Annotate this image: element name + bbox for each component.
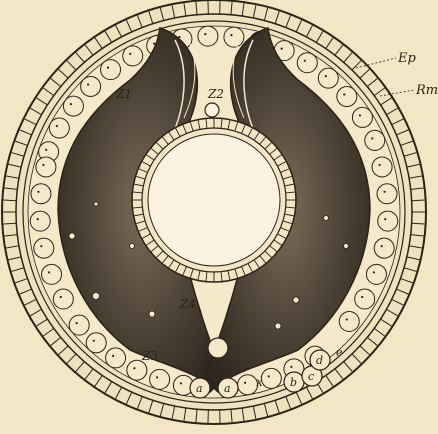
- cell-nucleus: [383, 191, 385, 193]
- label-d: d: [316, 354, 323, 367]
- peripheral-cell: [261, 368, 281, 388]
- cell-nucleus: [244, 382, 246, 384]
- cell-nucleus: [346, 318, 348, 320]
- label-z1: Z1: [115, 87, 132, 101]
- label-rm: Rm: [415, 83, 438, 98]
- label-z4: Z4: [179, 297, 196, 311]
- cell-nucleus: [180, 382, 182, 384]
- peripheral-cell: [374, 238, 394, 258]
- peripheral-cell: [198, 26, 218, 46]
- peripheral-cell: [31, 184, 51, 204]
- peripheral-cell: [101, 60, 121, 80]
- cell-nucleus: [230, 34, 232, 36]
- peripheral-cell: [86, 333, 106, 353]
- cell-nucleus: [325, 75, 327, 77]
- cell-nucleus: [359, 114, 361, 116]
- peripheral-cell: [81, 76, 101, 96]
- peripheral-cell: [123, 46, 143, 66]
- peripheral-cell: [352, 107, 372, 127]
- label-x: x: [256, 375, 263, 389]
- peripheral-cell: [238, 375, 258, 395]
- cell-nucleus: [371, 137, 373, 139]
- label-a: a: [196, 382, 203, 395]
- label-e: e: [336, 346, 343, 359]
- peripheral-cell: [365, 130, 385, 150]
- cell-nucleus: [384, 218, 386, 220]
- cell-nucleus: [290, 366, 292, 368]
- cell-nucleus: [129, 53, 131, 55]
- cell-nucleus: [133, 367, 135, 369]
- label-z2: Z2: [207, 87, 224, 101]
- z2-small-circle: [205, 103, 219, 117]
- peripheral-cell: [36, 157, 56, 177]
- peripheral-cell: [150, 369, 170, 389]
- cell-nucleus: [153, 42, 155, 44]
- cell-nucleus: [37, 218, 39, 220]
- label-b: b: [290, 376, 297, 389]
- peripheral-cell: [372, 157, 392, 177]
- peripheral-cell: [355, 289, 375, 309]
- peripheral-cell: [69, 315, 89, 335]
- cell-nucleus: [56, 125, 58, 127]
- bottom-center-cell: [208, 338, 228, 358]
- cell-nucleus: [343, 93, 345, 95]
- peripheral-cell: [339, 312, 359, 332]
- cell-nucleus: [268, 375, 270, 377]
- cell-nucleus: [70, 103, 72, 105]
- cell-nucleus: [381, 245, 383, 247]
- central-lumen: [148, 134, 280, 266]
- peripheral-cell: [42, 264, 62, 284]
- peripheral-cell: [318, 68, 338, 88]
- cell-nucleus: [42, 164, 44, 166]
- cell-nucleus: [304, 60, 306, 62]
- cell-nucleus: [156, 376, 158, 378]
- label-ep: Ep: [397, 51, 416, 66]
- cell-nucleus: [37, 191, 39, 193]
- cell-nucleus: [76, 322, 78, 324]
- cell-nucleus: [281, 47, 283, 49]
- cell-nucleus: [48, 271, 50, 273]
- peripheral-cell: [106, 348, 126, 368]
- peripheral-cell: [337, 87, 357, 107]
- peripheral-cell: [377, 184, 397, 204]
- peripheral-cell: [127, 360, 147, 380]
- peripheral-cell: [63, 96, 83, 116]
- peripheral-cell: [297, 53, 317, 73]
- peripheral-cell: [53, 289, 73, 309]
- peripheral-cell: [34, 238, 54, 258]
- cell-nucleus: [45, 149, 47, 151]
- cell-nucleus: [361, 296, 363, 298]
- peripheral-cell: [30, 211, 50, 231]
- peripheral-cell: [366, 264, 386, 284]
- cell-nucleus: [87, 83, 89, 85]
- cell-nucleus: [204, 33, 206, 35]
- label-a2: a: [224, 382, 231, 395]
- cell-nucleus: [378, 164, 380, 166]
- cell-nucleus: [93, 340, 95, 342]
- cell-nucleus: [107, 67, 109, 69]
- cell-nucleus: [112, 355, 114, 357]
- peripheral-cell: [49, 118, 69, 138]
- peripheral-cell: [378, 211, 398, 231]
- label-c: c: [308, 370, 314, 383]
- label-z3: Z3: [141, 349, 158, 363]
- cell-nucleus: [373, 271, 375, 273]
- cell-nucleus: [40, 245, 42, 247]
- cell-nucleus: [60, 296, 62, 298]
